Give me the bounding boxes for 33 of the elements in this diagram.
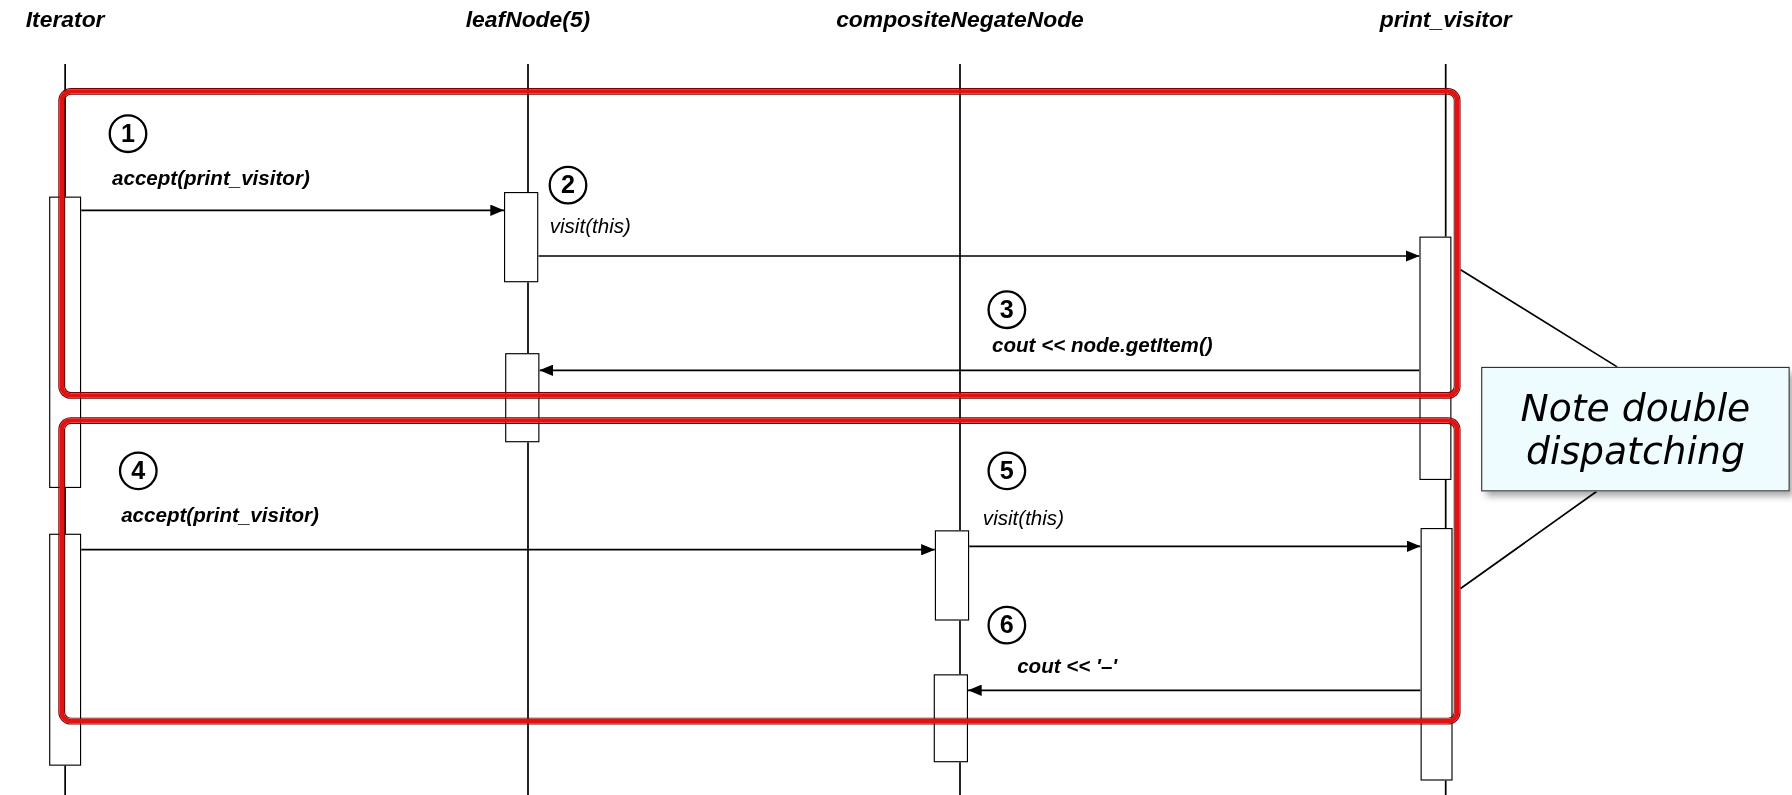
step-number: 3 xyxy=(987,290,1027,330)
message-label: visit(this) xyxy=(982,506,1064,531)
step-number: 5 xyxy=(987,451,1027,491)
participant-name: print_visitor xyxy=(1379,6,1512,34)
step-number: 1 xyxy=(108,114,148,154)
step-number: 2 xyxy=(548,165,588,205)
message-label: visit(this) xyxy=(549,214,631,239)
activation-bar xyxy=(934,530,970,621)
message-label: cout << '–' xyxy=(1017,654,1118,679)
message-label: accept(print_visitor) xyxy=(112,166,310,191)
leader-line xyxy=(1459,490,1598,590)
leader-line xyxy=(1459,268,1618,368)
activation-bar xyxy=(1419,236,1452,480)
activation-bar xyxy=(1420,528,1453,781)
activation-bar xyxy=(933,674,968,763)
highlight-frame xyxy=(59,418,1460,724)
participant-name: compositeNegateNode xyxy=(836,6,1084,34)
message-arrow xyxy=(80,204,505,216)
message-arrow xyxy=(538,364,1421,376)
highlight-frame xyxy=(59,89,1460,398)
message-label: accept(print_visitor) xyxy=(121,504,319,528)
message-arrow xyxy=(967,684,1422,696)
note-box: Note double dispatching xyxy=(1481,366,1790,492)
message-arrow xyxy=(968,540,1422,552)
message-label: cout << node.getItem() xyxy=(992,333,1213,358)
message-arrow xyxy=(537,250,1421,262)
step-number: 6 xyxy=(987,605,1027,645)
activation-bar xyxy=(505,353,540,443)
step-number: 4 xyxy=(118,451,158,491)
participant-name: leafNode(5) xyxy=(465,6,591,34)
participant-name: Iterator xyxy=(25,6,105,34)
activation-bar xyxy=(504,192,539,283)
message-arrow xyxy=(80,544,936,556)
